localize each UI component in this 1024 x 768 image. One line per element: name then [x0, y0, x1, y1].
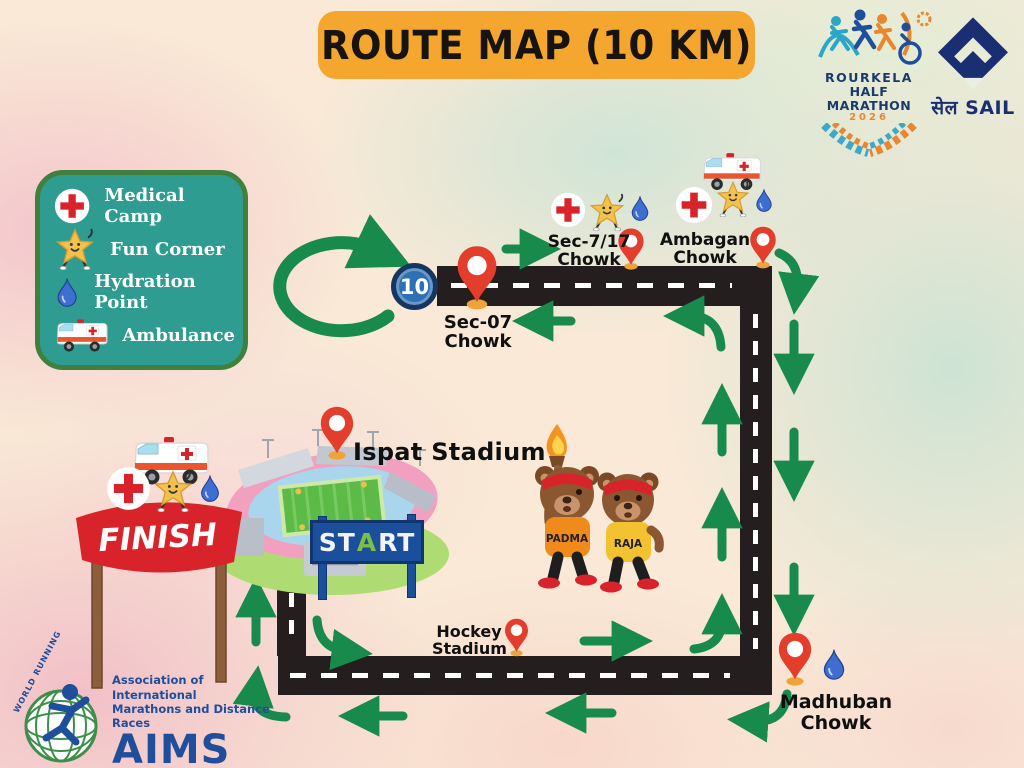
marathon-runners-icon: [818, 9, 932, 65]
legend-label: Medical Camp: [104, 185, 185, 228]
sec07-pin: [454, 244, 500, 310]
medical-cross-icon: [54, 186, 90, 226]
title-banner: ROUTE MAP (10 KM): [318, 11, 755, 79]
ambagan-water-drop-icon: [752, 188, 776, 212]
sail-emblem-icon: [938, 17, 1008, 90]
uturn-arrow: [273, 214, 412, 338]
ambagan-pin: [748, 225, 778, 269]
mascot-raja: RAJA: [597, 472, 664, 593]
start-banner-text: ST: [318, 527, 356, 557]
legend-label: Fun Corner: [110, 238, 225, 260]
legend-panel: Medical Camp Fun Corner Hydration Point …: [35, 170, 248, 370]
sec717-water-drop-icon: [627, 195, 653, 221]
distance-badge: 10: [391, 263, 438, 310]
aims-org-line2: Marathons and Distance Races: [112, 702, 270, 731]
legend-label: Ambulance: [122, 324, 235, 346]
water-drop-icon: [54, 277, 80, 307]
sail-logo-devanagari: सेल: [931, 97, 959, 119]
marathon-logo: ROURKELA HALF MARATHON 2026: [806, 5, 932, 158]
road-top: [437, 266, 772, 306]
mascot-raja-name: RAJA: [614, 538, 643, 550]
legend-item-ambulance: Ambulance: [54, 313, 235, 357]
hockey-pin: [503, 617, 530, 657]
aims-logo: WORLD RUNNING Association of Internation…: [12, 629, 274, 768]
finish-water-drop-icon: [196, 474, 224, 502]
bear-mascots: PADMA RAJA: [535, 424, 664, 593]
fun-star-icon: [54, 228, 96, 271]
page-title: ROUTE MAP (10 KM): [320, 21, 753, 69]
aims-acronym: AIMS: [112, 726, 231, 768]
madhuban-label: Madhuban Chowk: [779, 691, 893, 734]
ambagan-medical-cross-icon: [675, 186, 713, 224]
marathon-logo-year: 2026: [849, 112, 889, 124]
marathon-logo-city: ROURKELA: [825, 70, 913, 85]
sec717-label: Sec-7/17 Chowk: [547, 232, 631, 271]
mascot-padma: PADMA: [535, 466, 599, 589]
aims-globe-runner-icon: [24, 684, 98, 763]
finish-banner: FINISH: [76, 502, 242, 689]
finish-banner-text: FINISH: [98, 517, 218, 559]
aims-org-line1: Association of International: [112, 673, 204, 702]
marathon-logo-event: HALF MARATHON: [826, 83, 912, 113]
finish-fun-star-icon: [152, 470, 194, 513]
finish-ambulance-icon: [130, 420, 210, 500]
laurel-wreath-icon: [821, 121, 917, 158]
distance-badge-value: 10: [399, 274, 430, 299]
legend-item-fun-corner: Fun Corner: [54, 228, 235, 271]
legend-item-medical-camp: Medical Camp: [54, 185, 235, 228]
ispat-label: Ispat Stadium: [353, 438, 546, 466]
ispat-pin: [318, 404, 356, 461]
sec717-fun-star-icon: [588, 193, 626, 232]
hockey-label: Hockey Stadium: [432, 622, 507, 659]
sail-logo-latin: SAIL: [965, 97, 1015, 119]
ambagan-fun-star-icon: [715, 181, 751, 218]
madhuban-water-drop-icon: [818, 648, 850, 680]
sail-logo: सेल SAIL: [926, 16, 1020, 128]
ambagan-label: Ambagan Chowk: [659, 230, 751, 269]
legend-item-hydration-point: Hydration Point: [54, 270, 235, 313]
mascot-padma-name: PADMA: [546, 533, 589, 545]
sec07-label: Sec-07 Chowk: [443, 312, 513, 353]
madhuban-pin: [776, 630, 814, 687]
road-right: [740, 266, 772, 695]
road-bottom: [278, 656, 772, 695]
sec717-pin: [616, 227, 646, 270]
ambulance-icon: [54, 307, 108, 363]
finish-medical-cross-icon: [106, 466, 151, 511]
legend-label: Hydration Point: [94, 270, 196, 313]
sec717-medical-cross-icon: [550, 192, 586, 228]
